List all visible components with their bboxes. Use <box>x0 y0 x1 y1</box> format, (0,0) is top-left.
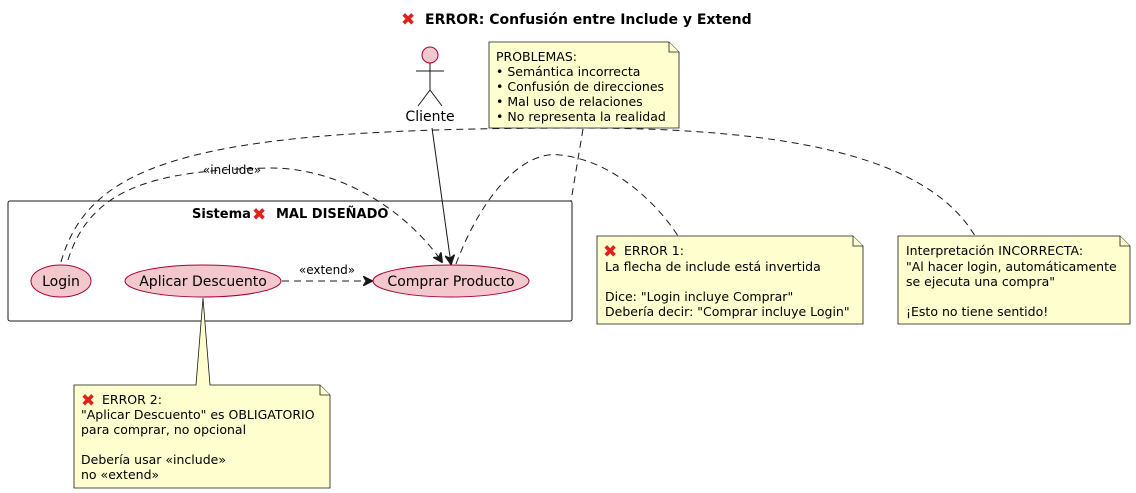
note-error1-line: Debería decir: "Comprar incluye Login" <box>605 304 850 319</box>
actor-icon <box>416 46 444 107</box>
note-problemas-line: • Semántica incorrecta <box>496 64 640 79</box>
note-interpretacion: Interpretación INCORRECTA: "Al hacer log… <box>897 235 1131 325</box>
note-error-2: ✖ ERROR 2: "Aplicar Descuento" es OBLIGA… <box>73 297 331 489</box>
system-boundary: Sistema ✖ MAL DISEÑADO <box>7 200 573 322</box>
use-case-login[interactable]: Login <box>30 264 92 298</box>
diagram-title: ✖ ERROR: Confusión entre Include y Exten… <box>401 10 752 30</box>
actor-cliente: Cliente <box>405 46 455 125</box>
note-error2-line: "Aplicar Descuento" es OBLIGATORIO <box>81 407 315 422</box>
note-problemas-line: • Mal uso de relaciones <box>496 94 643 109</box>
note-error2-line: no «extend» <box>81 467 159 482</box>
include-label: «include» <box>203 163 261 177</box>
svg-text:✖: ✖ <box>401 10 415 30</box>
note-connector-error1 <box>455 154 679 265</box>
note-problemas-line: PROBLEMAS: <box>496 49 577 64</box>
svg-text:La flecha de include está inve: La flecha de include está invertida Dice… <box>605 259 850 319</box>
note-error2-heading: ERROR 2: <box>102 392 162 407</box>
system-suffix: MAL DISEÑADO <box>276 206 388 222</box>
note-interpretacion-line: "Al hacer login, automáticamente <box>906 259 1117 274</box>
svg-text:✖: ✖ <box>81 391 95 411</box>
x-mark-icon: ✖ <box>81 391 95 411</box>
x-mark-icon: ✖ <box>603 242 617 262</box>
svg-text:✖: ✖ <box>603 242 617 262</box>
use-case-comprar-label: Comprar Producto <box>387 274 514 290</box>
use-case-login-label: Login <box>42 274 80 290</box>
note-interpretacion-line: ¡Esto no tiene sentido! <box>906 304 1048 319</box>
note-error1-line: La flecha de include está invertida <box>605 259 821 274</box>
note-error2-line: Debería usar «include» <box>81 452 226 467</box>
note-error-1: ✖ ERROR 1: La flecha de include está inv… <box>596 235 864 325</box>
note-connector-problemas <box>570 128 584 202</box>
svg-text:"Aplicar Descuento" es OBLIGAT: "Aplicar Descuento" es OBLIGATORIO para … <box>81 407 319 482</box>
system-label: Sistema <box>192 207 251 222</box>
note-error1-heading: ERROR 1: <box>624 243 684 258</box>
svg-text:Interpretación INCORRECTA:: Interpretación INCORRECTA: "Al hacer log… <box>906 243 1121 319</box>
note-error2-line: para comprar, no opcional <box>81 422 246 437</box>
note-problemas: PROBLEMAS: • Semántica incorrecta • Conf… <box>488 41 680 129</box>
note-problemas-line: • No representa la realidad <box>496 109 666 124</box>
x-mark-icon: ✖ <box>401 10 415 30</box>
note-interpretacion-line: Interpretación INCORRECTA: <box>906 243 1083 258</box>
svg-text:PROBLEMAS: • Semántica i: PROBLEMAS: • Semántica incorrecta • Conf… <box>496 49 668 124</box>
note-problemas-line: • Confusión de direcciones <box>496 79 664 94</box>
actor-label: Cliente <box>405 109 454 125</box>
use-case-comprar-producto[interactable]: Comprar Producto <box>372 264 530 298</box>
note-interpretacion-line: se ejecuta una compra" <box>906 274 1055 289</box>
x-mark-icon: ✖ <box>252 205 266 225</box>
use-case-descuento-label: Aplicar Descuento <box>139 274 267 290</box>
extend-label: «extend» <box>299 263 355 277</box>
title-text: ERROR: Confusión entre Include y Extend <box>425 12 752 28</box>
use-case-aplicar-descuento[interactable]: Aplicar Descuento <box>124 264 282 298</box>
note-error1-line: Dice: "Login incluye Comprar" <box>605 289 793 304</box>
association-line <box>431 127 451 264</box>
svg-text:✖: ✖ <box>252 205 266 225</box>
